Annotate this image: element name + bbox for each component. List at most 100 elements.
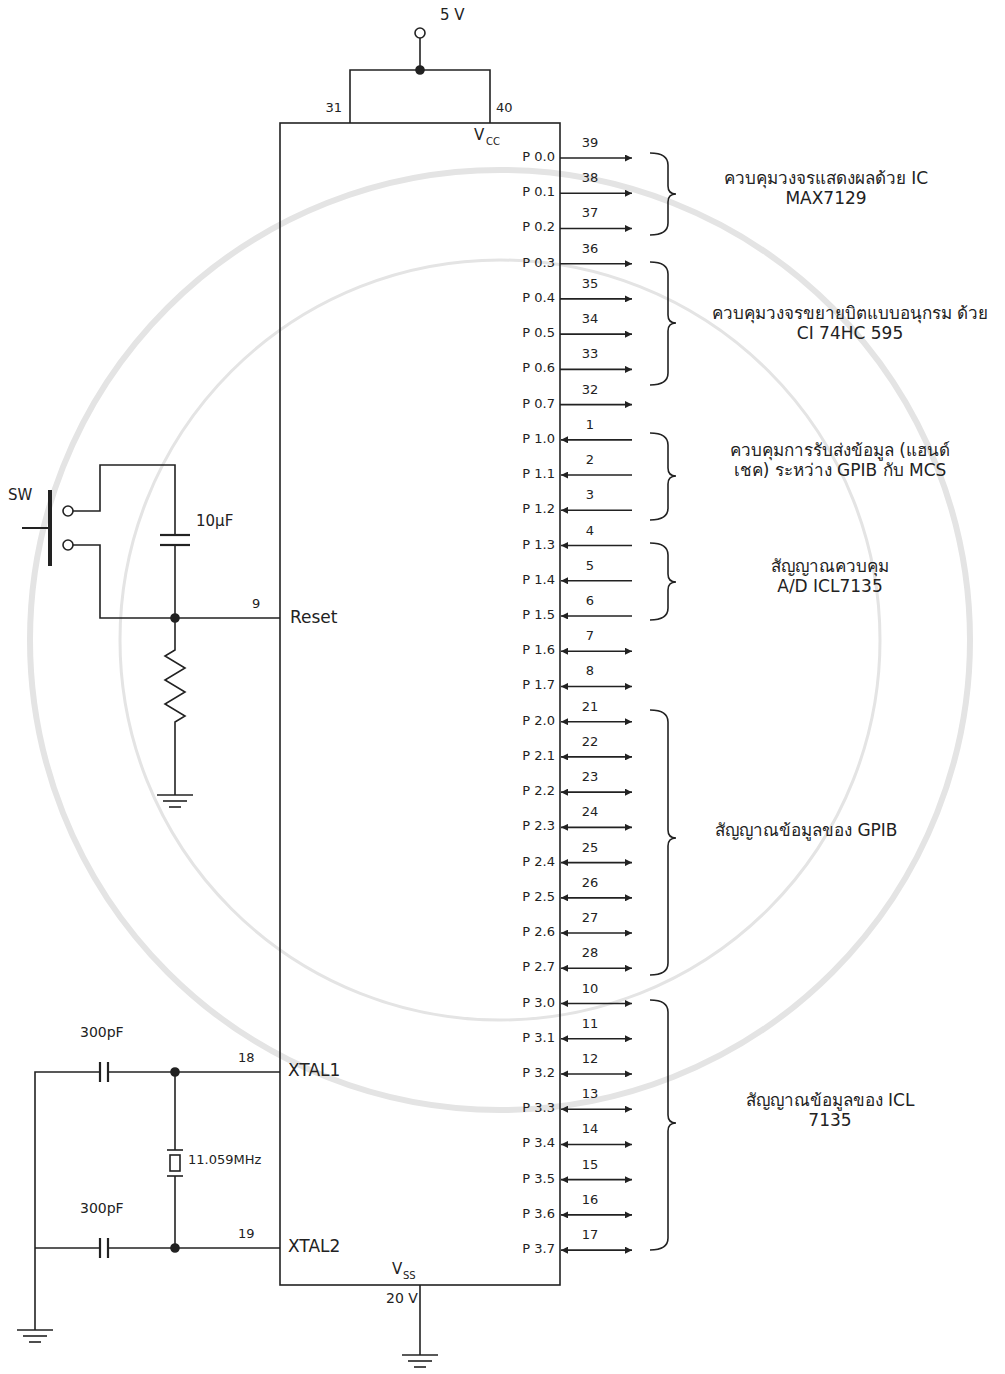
pin-name: P 1.5 — [522, 607, 555, 623]
ground-symbol — [29, 1341, 41, 1343]
pin-name: P 3.0 — [522, 995, 555, 1011]
pin-number: 39 — [582, 135, 599, 151]
pin-number: 9 — [252, 596, 260, 612]
group-brace — [650, 1000, 676, 1250]
pin-name: Reset — [290, 607, 338, 627]
output-pin-line — [560, 369, 632, 371]
pin-name: P 0.5 — [522, 325, 555, 341]
pin-name: P 3.4 — [522, 1135, 555, 1151]
input-pin-line — [561, 509, 632, 511]
pin-number: 12 — [582, 1051, 599, 1067]
input-pin-line — [561, 545, 632, 547]
pin-name: P 2.6 — [522, 924, 555, 940]
pin-name: P 0.0 — [522, 149, 555, 165]
pin-number: 27 — [582, 910, 599, 926]
bidirectional-pin-line — [561, 1214, 632, 1216]
output-pin-line — [560, 404, 632, 406]
pin-number: 37 — [582, 205, 599, 221]
bidirectional-pin-line — [561, 827, 632, 829]
bidirectional-pin-line — [561, 756, 632, 758]
pin-name: P 1.2 — [522, 501, 555, 517]
input-pin-line — [561, 474, 632, 476]
output-pin-line — [560, 157, 632, 159]
bidirectional-pin-line — [561, 1073, 632, 1075]
pin-name: P 2.1 — [522, 748, 555, 764]
pin-name: P 2.4 — [522, 854, 555, 870]
pin-number: 2 — [586, 452, 594, 468]
input-pin-line — [561, 615, 632, 617]
group-label: ควบคุมการรับส่งข้อมูล (แฮนด์เชค) ระหว่าง… — [725, 440, 955, 481]
supply-voltage: 5 V — [440, 6, 465, 24]
crystal-wire — [174, 1176, 176, 1248]
pin-name: P 2.2 — [522, 783, 555, 799]
pin-name: V — [474, 126, 484, 144]
pin-number: 15 — [582, 1157, 599, 1173]
pin-name: P 1.7 — [522, 677, 555, 693]
switch-label: SW — [8, 486, 32, 504]
junction-dot — [171, 1068, 179, 1076]
capacitor-symbol — [160, 534, 190, 536]
group-brace — [650, 153, 676, 235]
pin-name: P 1.1 — [522, 466, 555, 482]
crystal-wire — [108, 1071, 280, 1073]
pin-number: 10 — [582, 981, 599, 997]
pin-number: 17 — [582, 1227, 599, 1243]
bidirectional-pin-line — [561, 1144, 632, 1146]
pin-number: 23 — [582, 769, 599, 785]
pin-name: P 3.3 — [522, 1100, 555, 1116]
pin-number: 32 — [582, 382, 599, 398]
bidirectional-pin-line — [561, 897, 632, 899]
supply-terminal — [415, 28, 425, 38]
pin-number: 25 — [582, 840, 599, 856]
pin-name: P 3.2 — [522, 1065, 555, 1081]
pin-name: P 3.5 — [522, 1171, 555, 1187]
input-pin-line — [561, 580, 632, 582]
pin-name: P 2.7 — [522, 959, 555, 975]
group-label: สัญญาณควบคุม A/D ICL7135 — [760, 556, 900, 597]
pin-number: 16 — [582, 1192, 599, 1208]
pin-name: P 1.4 — [522, 572, 555, 588]
junction-dot — [171, 1244, 179, 1252]
pin-number: 1 — [586, 417, 594, 433]
bidirectional-pin-line — [561, 721, 632, 723]
pin-name: P 1.0 — [522, 431, 555, 447]
ground-symbol — [157, 794, 193, 796]
bidirectional-pin-line — [561, 1003, 632, 1005]
group-brace — [650, 543, 676, 620]
pin-name: V — [392, 1260, 402, 1278]
crystal-symbol — [170, 1155, 180, 1171]
ground-symbol — [408, 1360, 432, 1362]
group-label: ควบคุมวงจรแสดงผลด้วย IC MAX7129 — [691, 168, 961, 209]
capacitor-value: 10μF — [196, 512, 233, 530]
output-pin-line — [560, 298, 632, 300]
pin-number: 14 — [582, 1121, 599, 1137]
pin-number: 35 — [582, 276, 599, 292]
pin-number: 26 — [582, 875, 599, 891]
group-label: สัญญาณข้อมูลของ ICL 7135 — [730, 1090, 930, 1131]
pin-name: P 1.3 — [522, 537, 555, 553]
junction-dot — [416, 66, 424, 74]
pin-number: 22 — [582, 734, 599, 750]
capacitor-value: 300pF — [80, 1024, 124, 1041]
pin-number: 7 — [586, 628, 594, 644]
supply-voltage: 20 V — [386, 1290, 418, 1307]
pin-name: P 0.4 — [522, 290, 555, 306]
bidirectional-pin-line — [561, 932, 632, 934]
bidirectional-pin-line — [561, 791, 632, 793]
supply-wire — [350, 70, 490, 123]
capacitor-symbol — [99, 1238, 101, 1258]
pin-name: XTAL2 — [288, 1236, 340, 1256]
reset-wire — [174, 545, 176, 618]
output-pin-line — [560, 228, 632, 230]
pin-number: 38 — [582, 170, 599, 186]
pin-name: P 2.5 — [522, 889, 555, 905]
pin-name: P 0.2 — [522, 219, 555, 235]
bidirectional-pin-line — [561, 1038, 632, 1040]
pin-number: 21 — [582, 699, 599, 715]
pin-number: 13 — [582, 1086, 599, 1102]
pin-name: CC — [486, 136, 500, 148]
reset-wire — [73, 545, 280, 618]
pin-name: XTAL1 — [288, 1060, 340, 1080]
supply-wire — [419, 38, 421, 70]
pin-number: 28 — [582, 945, 599, 961]
